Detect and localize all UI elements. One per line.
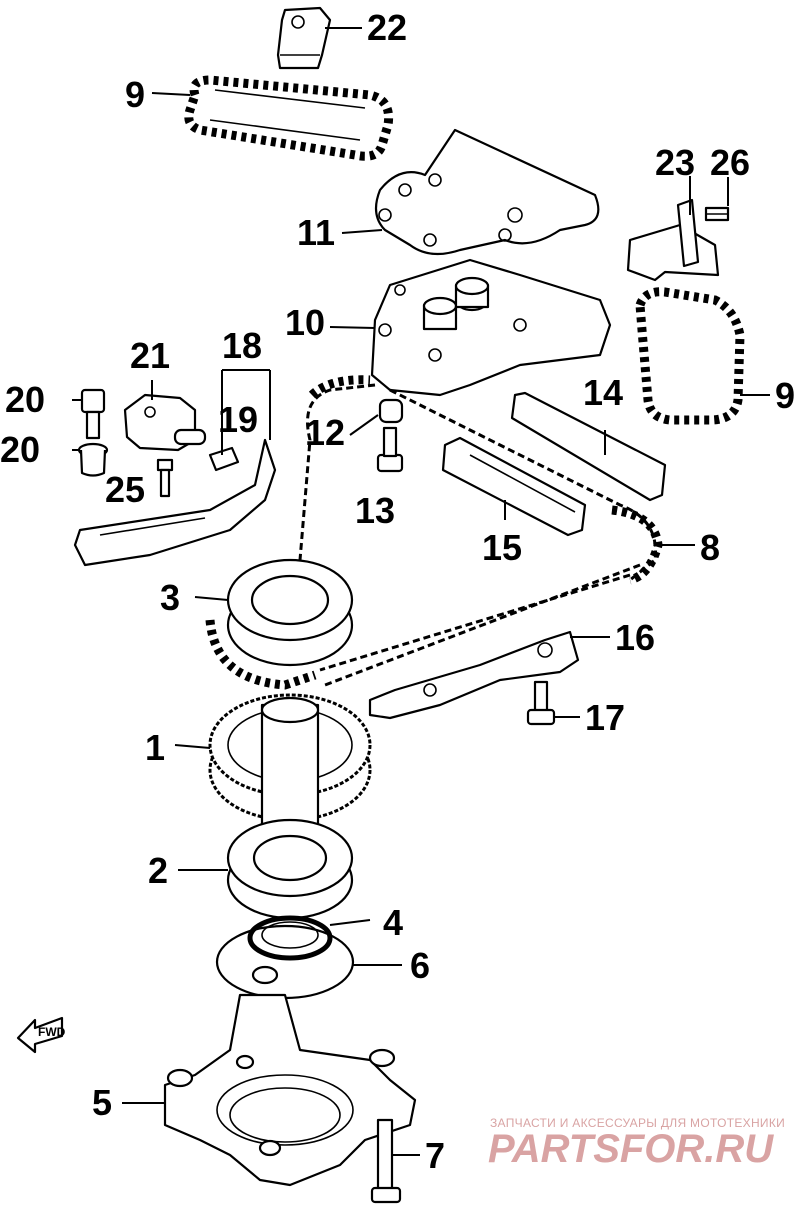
leader-lines xyxy=(72,27,770,1156)
part-11-gasket[interactable] xyxy=(374,128,600,256)
part-17-bolt[interactable] xyxy=(526,680,556,726)
part-15-chain-guide[interactable] xyxy=(441,436,587,537)
label-8: 8 xyxy=(700,527,720,568)
part-5-base-housing[interactable] xyxy=(163,993,417,1187)
part-18-chain-tensioner-guide[interactable] xyxy=(73,438,277,567)
label-6: 6 xyxy=(410,945,430,986)
part-25-bolt[interactable] xyxy=(156,458,174,498)
part-23-tensioner-adjuster[interactable] xyxy=(276,6,332,70)
part-21-bolt[interactable] xyxy=(80,388,106,440)
label-4: 4 xyxy=(383,902,403,943)
label-16: 16 xyxy=(615,617,655,658)
part-14-chain-guide[interactable] xyxy=(510,391,667,502)
watermark-brand: PARTSFOR.RU xyxy=(488,1127,774,1171)
label-5: 5 xyxy=(92,1082,112,1123)
part-13-bolt[interactable] xyxy=(376,426,404,473)
label-17: 17 xyxy=(585,697,625,738)
label-9-top: 9 xyxy=(125,74,145,115)
label-15: 15 xyxy=(482,527,522,568)
forward-marker-text: FWD xyxy=(38,1025,66,1039)
label-11: 11 xyxy=(297,212,335,253)
label-1: 1 xyxy=(145,727,165,768)
label-25: 25 xyxy=(105,469,145,510)
part-26-bolt[interactable] xyxy=(704,206,730,222)
label-13: 13 xyxy=(355,490,395,531)
label-23: 22 xyxy=(367,7,407,48)
part-10-housing[interactable] xyxy=(370,258,612,397)
part-19-pin[interactable] xyxy=(208,446,240,472)
label-24: 23 xyxy=(655,142,695,183)
part-12-dowel[interactable] xyxy=(378,398,404,424)
label-2: 2 xyxy=(148,850,168,891)
label-22: 21 xyxy=(130,335,170,376)
label-18: 18 xyxy=(222,325,262,366)
watermark-tagline: ЗАПЧАСТИ И АКСЕССУАРЫ ДЛЯ МОТОТЕХНИКИ xyxy=(490,1116,785,1130)
label-20: 20 xyxy=(0,429,40,470)
part-16-chain-guide[interactable] xyxy=(368,630,580,720)
label-14: 14 xyxy=(583,372,623,413)
part-3-bearing[interactable] xyxy=(226,558,354,667)
part-9-cam-chain-right[interactable] xyxy=(635,287,745,425)
label-3: 3 xyxy=(160,577,180,618)
label-9-right: 9 xyxy=(775,375,795,416)
part-2-bearing[interactable] xyxy=(226,818,354,920)
part-8-primary-chain[interactable] xyxy=(205,375,663,690)
part-9-cam-chain-upper[interactable] xyxy=(184,75,394,161)
label-10: 10 xyxy=(285,302,325,343)
label-21: 20 xyxy=(5,379,45,420)
part-4-oil-seal[interactable] xyxy=(247,915,333,961)
label-7: 7 xyxy=(425,1135,445,1176)
forward-arrow-icon: FWD xyxy=(16,1016,66,1054)
label-19: 19 xyxy=(218,399,258,440)
part-24-bracket[interactable] xyxy=(626,198,720,282)
part-20-collar[interactable] xyxy=(77,442,109,477)
label-26: 26 xyxy=(710,142,750,183)
part-22-tensioner[interactable] xyxy=(123,393,207,452)
label-12: 12 xyxy=(305,412,345,453)
